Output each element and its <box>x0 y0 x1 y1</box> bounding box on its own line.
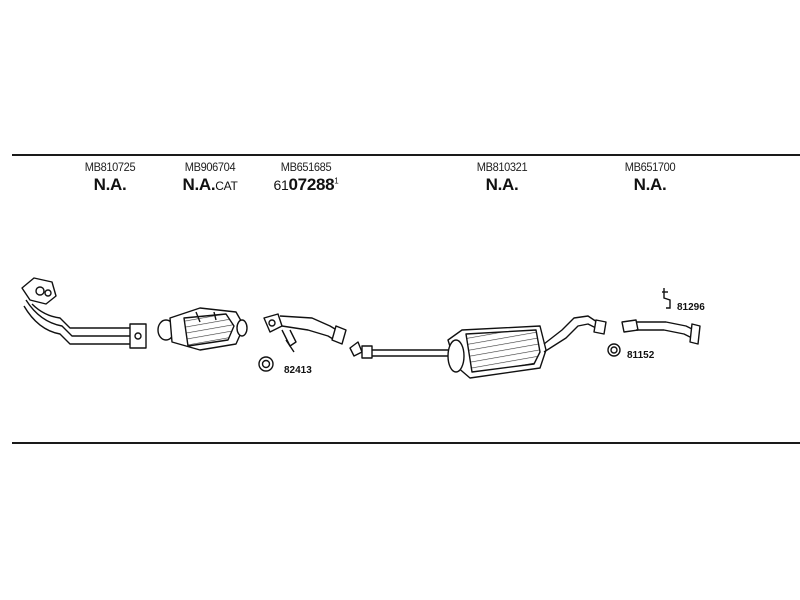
part-column-intermediate-pipe: MB651685 61072881 <box>236 160 376 195</box>
part-column-rear-silencer: MB810321 N.A. <box>432 160 572 195</box>
fitting-label-82413: 82413 <box>284 365 312 376</box>
part-column-catalytic-converter: MB906704 N.A.CAT <box>140 160 280 195</box>
oe-number: MB651700 <box>624 160 676 174</box>
part-number: N.A. <box>633 175 667 194</box>
fitting-label-81152: 81152 <box>627 350 655 361</box>
clamp-81296-drawing <box>662 288 671 309</box>
front-pipe-drawing <box>21 277 147 349</box>
bottom-divider <box>12 442 800 444</box>
part-number: N.A.CAT <box>182 175 238 194</box>
part-suffix: CAT <box>215 179 238 193</box>
ring-82413-drawing <box>258 356 274 372</box>
part-column-tail-pipe: MB651700 N.A. <box>580 160 720 195</box>
part-prefix: 61 <box>273 177 289 193</box>
tail-pipe-drawing <box>621 319 701 345</box>
oe-number: MB906704 <box>184 160 236 174</box>
part-number: N.A. <box>93 175 127 194</box>
part-column-front-pipe: MB810725 N.A. <box>40 160 180 195</box>
top-divider <box>12 154 800 156</box>
part-number: 61072881 <box>273 175 339 194</box>
fitting-label-81296: 81296 <box>677 302 705 313</box>
rear-silencer-drawing <box>349 315 607 379</box>
intermediate-pipe-drawing <box>263 313 347 353</box>
exhaust-diagram: 82413 81152 81296 <box>21 277 705 379</box>
part-number: N.A. <box>485 175 519 194</box>
part-superscript: 1 <box>334 176 339 186</box>
oe-number: MB810725 <box>84 160 136 174</box>
oe-number: MB810321 <box>476 160 528 174</box>
oe-number: MB651685 <box>280 160 332 174</box>
ring-81152-drawing <box>607 343 621 357</box>
catalytic-converter-drawing <box>157 307 248 351</box>
